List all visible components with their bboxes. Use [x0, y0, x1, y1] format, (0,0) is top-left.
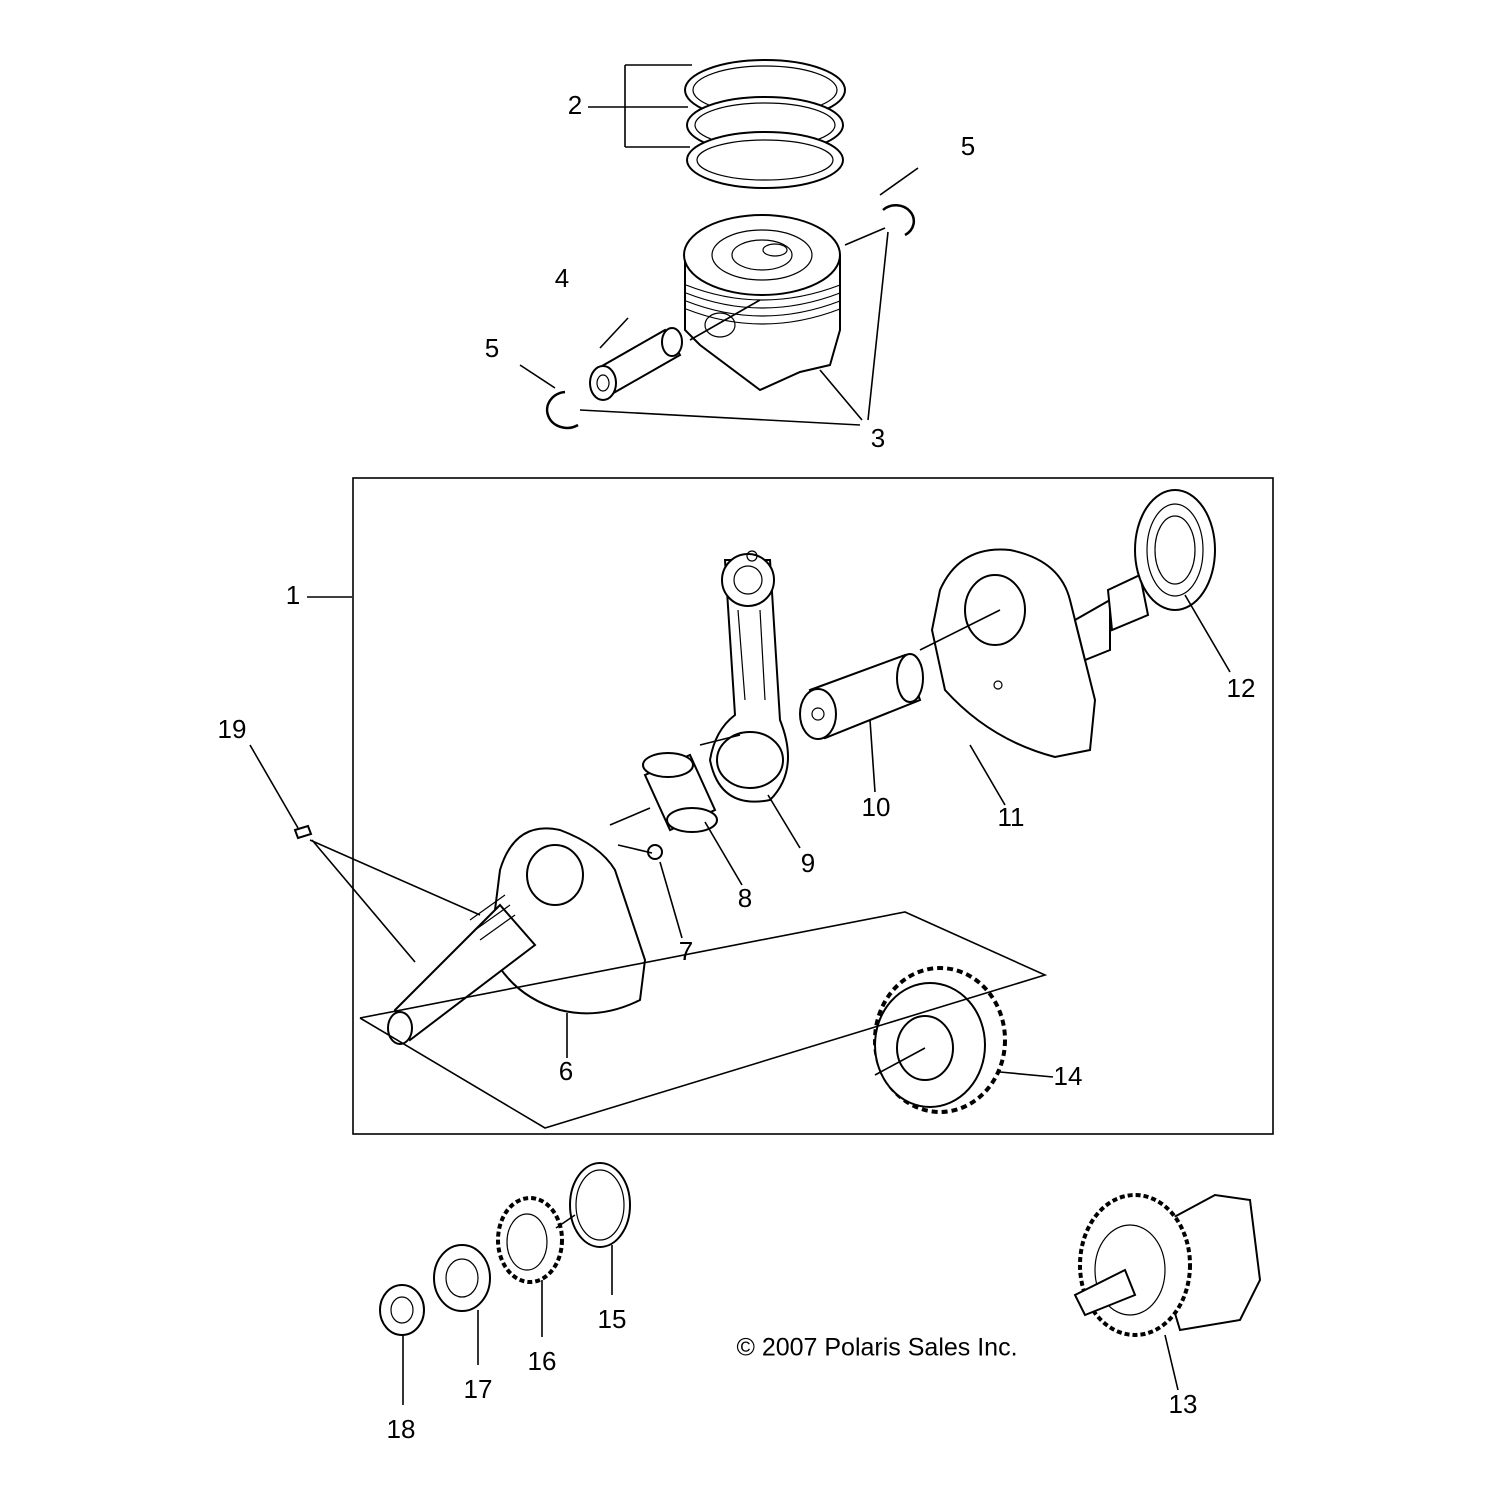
- callout-10: 10: [862, 792, 891, 822]
- crankshaft-assembly-box: [352, 477, 1274, 1135]
- callout-4: 4: [555, 263, 569, 293]
- leaders-4-5: [519, 167, 919, 389]
- gear-14: [873, 966, 1007, 1114]
- callout-3: 3: [871, 423, 885, 453]
- circlip-right: [882, 204, 915, 237]
- callout-19: 19: [218, 714, 247, 744]
- callout-17: 17: [464, 1374, 493, 1404]
- callout-11: 11: [998, 802, 1025, 832]
- crank-flywheel-left: [387, 827, 647, 1045]
- callout-7: 7: [679, 936, 693, 966]
- leader-3: [579, 231, 889, 426]
- callout-5-right: 5: [961, 131, 975, 161]
- washer-15: [569, 1162, 631, 1248]
- callout-14: 14: [1054, 1061, 1083, 1091]
- circlip-left: [545, 390, 579, 430]
- lock-nut-17: [433, 1244, 491, 1312]
- crank-pin: [799, 653, 924, 740]
- callout-5-left: 5: [485, 333, 499, 363]
- main-bearing: [1134, 489, 1216, 611]
- callout-18: 18: [387, 1414, 416, 1444]
- leader-2: [588, 64, 692, 148]
- woodruff-key: [293, 824, 313, 840]
- copyright-notice: © 2007 Polaris Sales Inc.: [736, 1334, 1017, 1362]
- nut-18: [379, 1284, 425, 1336]
- callout-1: 1: [286, 580, 300, 610]
- needle-bearing: [642, 752, 718, 833]
- connecting-rod: [708, 550, 789, 803]
- callout-8: 8: [738, 883, 752, 913]
- crank-flywheel-right: [930, 548, 1150, 759]
- piston-pin: [589, 327, 683, 401]
- lower-leaders: [402, 1214, 613, 1405]
- leader-13: [1164, 1334, 1179, 1391]
- balance-shaft-13: [1073, 1193, 1262, 1337]
- callout-16: 16: [528, 1346, 557, 1376]
- callout-6: 6: [559, 1056, 573, 1086]
- callout-13: 13: [1169, 1389, 1198, 1419]
- callout-15: 15: [598, 1304, 627, 1334]
- callout-2: 2: [568, 90, 582, 120]
- callout-leaders: [566, 594, 1231, 1058]
- assembly-leaders: [249, 596, 1054, 1129]
- piston: [683, 214, 841, 392]
- piston-rings: [684, 59, 846, 189]
- callout-9: 9: [801, 848, 815, 878]
- callout-12: 12: [1227, 673, 1256, 703]
- gear-16: [496, 1196, 564, 1284]
